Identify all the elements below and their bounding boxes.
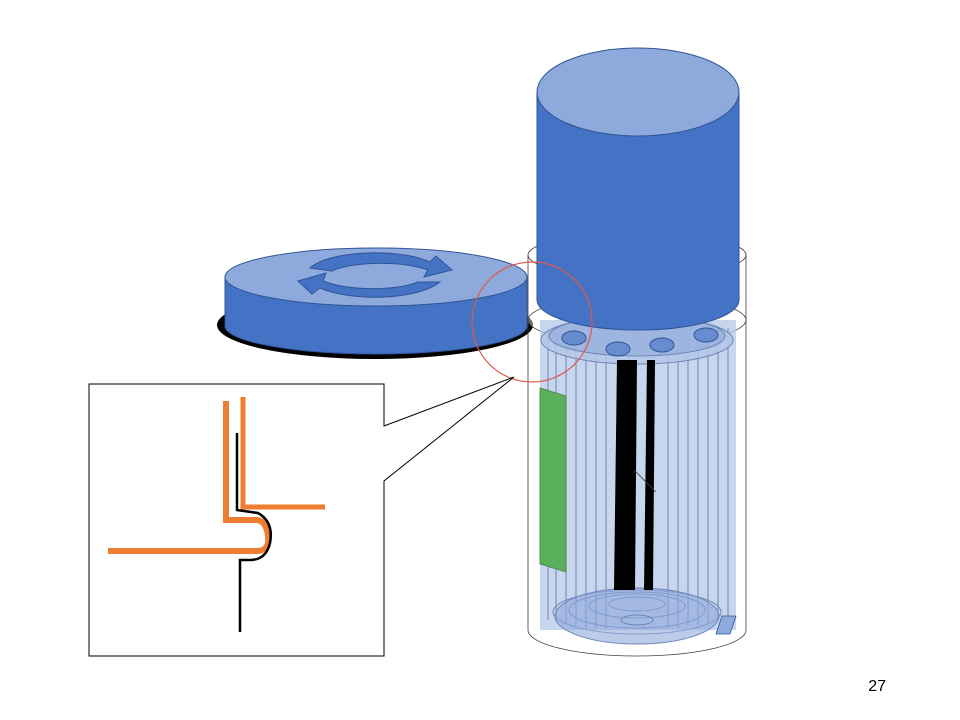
detached-cap	[217, 247, 533, 359]
black-rod	[644, 360, 655, 590]
disc-hole	[693, 327, 719, 343]
container-wall-line	[235, 433, 272, 632]
jar-outer-wall	[527, 255, 747, 657]
top-cylinder-top	[536, 47, 740, 137]
callout-frame	[88, 376, 515, 657]
top-cylinder	[536, 47, 740, 331]
disc-hole	[561, 330, 587, 346]
disc-hole	[605, 341, 631, 357]
page-number: 27	[868, 678, 886, 695]
rotate-arrows-icon	[297, 252, 454, 298]
bottom-tab	[715, 615, 737, 635]
cap-top	[224, 247, 528, 307]
seal-orange-outer	[108, 401, 272, 554]
top-cylinder-side	[536, 91, 740, 331]
highlight-circle	[471, 261, 593, 383]
jar-inner-cylinder	[540, 320, 736, 645]
green-label	[539, 387, 567, 573]
black-rod	[614, 360, 637, 590]
detail-callout	[88, 376, 515, 657]
seal-orange-inner	[240, 397, 325, 510]
seal-detail-drawing	[108, 397, 325, 632]
disc-hole	[649, 337, 675, 353]
jar	[527, 232, 747, 657]
